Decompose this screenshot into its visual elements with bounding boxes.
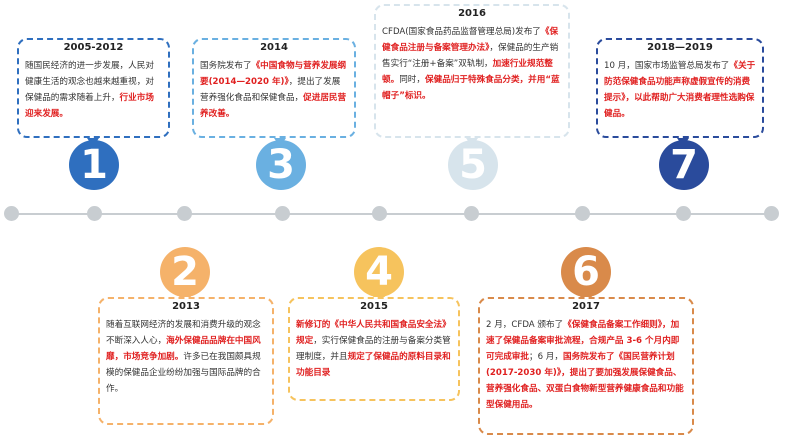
- step-card-1: 随国民经济的进一步发展，人民对健康生活的观念也越来越重视，对保健品的需求随着上升…: [17, 38, 170, 138]
- step-text-segment: 海外保健品品牌在中国风靡，市场竞争加剧。: [106, 336, 261, 362]
- step-7-year: 2018—2019: [647, 42, 713, 53]
- step-1-number: 1: [69, 140, 119, 190]
- step-6-year: 2017: [572, 301, 600, 312]
- step-2-pointer: [179, 288, 191, 297]
- step-text-segment: 随国民经济的进一步发展，人民对健康生活的观念也越来越重视，对保健品的需求随着上升…: [25, 61, 154, 103]
- step-text-segment: ，保健品的生产销售实行“注册+备案”双轨制，: [382, 43, 559, 69]
- step-text-segment: ；6 月，: [528, 352, 563, 362]
- timeline-dot: [575, 206, 590, 221]
- step-3-year: 2014: [260, 42, 288, 53]
- step-4-number: 4: [354, 247, 404, 297]
- step-3-number: 3: [256, 140, 306, 190]
- step-card-4: 新修订的《中华人民共和国食品安全法》规定，实行保健食品的注册与备案分类管理制度，…: [288, 297, 460, 401]
- step-text-segment: ，实行保健食品的注册与备案分类管理制度，并且: [296, 336, 451, 362]
- step-text-segment: 同时，: [399, 75, 425, 85]
- timeline-dot: [372, 206, 387, 221]
- step-4-text: 新修订的《中华人民共和国食品安全法》规定，实行保健食品的注册与备案分类管理制度，…: [296, 317, 452, 381]
- step-text-segment: 规定了保健品的原料目录和功能目录: [296, 352, 451, 378]
- step-3-text: 国务院发布了《中国食物与营养发展纲要(2014—2020 年)》，提出了发展营养…: [200, 58, 348, 122]
- step-text-segment: 新修订的《中华人民共和国食品安全法》规定: [296, 320, 451, 346]
- timeline-dot: [676, 206, 691, 221]
- step-text-segment: 许多已在我国颇具规模的保健品企业纷纷加强与国际品牌的合作。: [106, 352, 261, 394]
- step-card-5: CFDA(国家食品药品监督管理总局)发布了《保健食品注册与备案管理办法》，保健品…: [374, 4, 570, 138]
- step-text-segment: 《保健食品备案工作细则》，加速了保健品备案审批流程，合规产品 3-6 个月内即可…: [486, 320, 680, 362]
- step-text-segment: 行业市场迎来发展。: [25, 93, 154, 119]
- timeline-dot: [4, 206, 19, 221]
- timeline-dot: [764, 206, 779, 221]
- step-1-year: 2005-2012: [63, 42, 124, 53]
- step-card-6: 2 月，CFDA 颁布了《保健食品备案工作细则》，加速了保健品备案审批流程，合规…: [478, 297, 694, 435]
- step-2-text: 随着互联网经济的发展和消费升级的观念不断深入人心，海外保健品品牌在中国风靡，市场…: [106, 317, 266, 397]
- step-card-2: 随着互联网经济的发展和消费升级的观念不断深入人心，海外保健品品牌在中国风靡，市场…: [98, 297, 274, 425]
- step-text-segment: 2 月，CFDA 颁布了: [486, 320, 564, 330]
- step-text-segment: CFDA(国家食品药品监督管理总局)发布了: [382, 27, 541, 37]
- timeline-axis: [10, 213, 775, 215]
- step-text-segment: 《中国食物与营养发展纲要(2014—2020 年)》: [200, 61, 347, 87]
- step-text-segment: 国务院发布了: [200, 61, 252, 71]
- step-5-year: 2016: [458, 8, 486, 19]
- timeline-dot: [275, 206, 290, 221]
- step-6-text: 2 月，CFDA 颁布了《保健食品备案工作细则》，加速了保健品备案审批流程，合规…: [486, 317, 686, 413]
- step-text-segment: 保健品归于特殊食品分类，并用“蓝帽子”标识。: [382, 75, 560, 101]
- timeline-dot: [464, 206, 479, 221]
- step-text-segment: 促进居民营养改善。: [200, 93, 347, 119]
- step-text-segment: 《保健食品注册与备案管理办法》: [382, 27, 559, 53]
- step-card-3: 国务院发布了《中国食物与营养发展纲要(2014—2020 年)》，提出了发展营养…: [192, 38, 356, 138]
- step-2-number: 2: [160, 247, 210, 297]
- step-text-segment: 10 月，国家市场监管总局发布了: [604, 61, 730, 71]
- step-7-text: 10 月，国家市场监管总局发布了《关于防范保健食品功能声称虚假宣传的消费提示》，…: [604, 58, 756, 122]
- step-text-segment: 《关于防范保健食品功能声称虚假宣传的消费提示》，以此帮助广大消费者理性选购保健品…: [604, 61, 756, 119]
- step-7-number: 7: [659, 140, 709, 190]
- step-5-text: CFDA(国家食品药品监督管理总局)发布了《保健食品注册与备案管理办法》，保健品…: [382, 24, 562, 104]
- step-1-text: 随国民经济的进一步发展，人民对健康生活的观念也越来越重视，对保健品的需求随着上升…: [25, 58, 162, 122]
- step-text-segment: ，提出了发展营养强化食品和保健食品，: [200, 77, 341, 103]
- step-text-segment: 加速行业规范整顿。: [382, 59, 553, 85]
- timeline-dot: [87, 206, 102, 221]
- step-6-pointer: [580, 288, 592, 297]
- step-text-segment: 随着互联网经济的发展和消费升级的观念不断深入人心，: [106, 320, 261, 346]
- step-card-7: 10 月，国家市场监管总局发布了《关于防范保健食品功能声称虚假宣传的消费提示》，…: [596, 38, 764, 138]
- timeline-dot: [177, 206, 192, 221]
- step-4-year: 2015: [360, 301, 388, 312]
- step-5-number: 5: [448, 140, 498, 190]
- step-4-pointer: [373, 288, 385, 297]
- step-text-segment: 国务院发布了《国民营养计划(2017-2030 年)》，提出了要加强发展保健食品…: [486, 352, 684, 410]
- step-2-year: 2013: [172, 301, 200, 312]
